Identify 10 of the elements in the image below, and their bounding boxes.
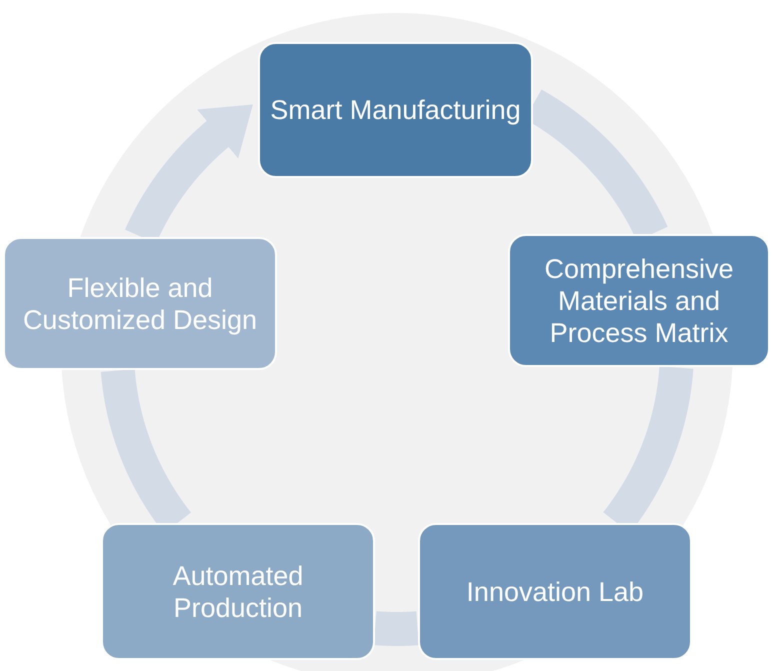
- box-label: Comprehensive Materials and Process Matrix: [543, 252, 735, 348]
- process-box: [418, 523, 692, 660]
- process-box: [101, 523, 375, 660]
- process-box: [3, 237, 277, 370]
- process-box: [508, 234, 770, 367]
- box-label: Automated Production: [172, 560, 304, 624]
- process-box: [258, 42, 533, 178]
- box-label: Smart Manufacturing: [269, 94, 522, 126]
- box-label: Flexible and Customized Design: [22, 272, 258, 336]
- box-label: Innovation Lab: [465, 576, 645, 608]
